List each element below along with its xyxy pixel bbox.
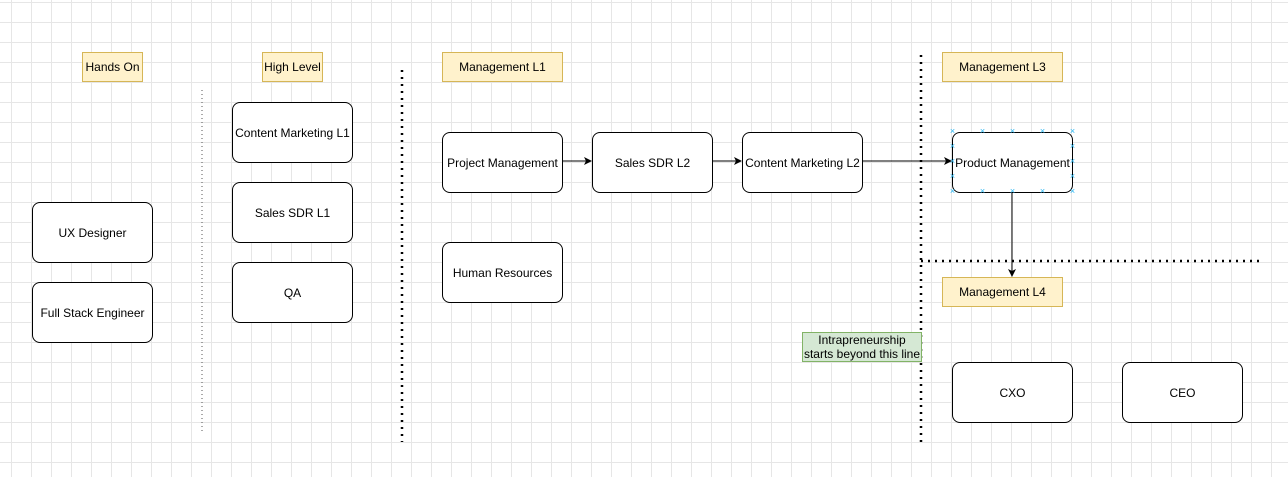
node-human-resources[interactable]: Human Resources — [442, 242, 563, 303]
node-ceo[interactable]: CEO — [1122, 362, 1243, 423]
selection-handle[interactable] — [1069, 173, 1076, 180]
selection-handle[interactable] — [1069, 158, 1076, 165]
node-sales-sdr-l2[interactable]: Sales SDR L2 — [592, 132, 713, 193]
selection-handle[interactable] — [979, 128, 986, 135]
selection-handle[interactable] — [1069, 143, 1076, 150]
selection-handle[interactable] — [949, 128, 956, 135]
label-management-l1[interactable]: Management L1 — [442, 52, 563, 82]
node-qa[interactable]: QA — [232, 262, 353, 323]
selection-handle[interactable] — [1069, 188, 1076, 195]
label-high-level[interactable]: High Level — [262, 52, 323, 82]
selection-handle[interactable] — [1069, 128, 1076, 135]
node-cxo[interactable]: CXO — [952, 362, 1073, 423]
selection-handle[interactable] — [1009, 128, 1016, 135]
selection-handle[interactable] — [979, 188, 986, 195]
selection-handle[interactable] — [949, 158, 956, 165]
node-full-stack-engineer[interactable]: Full Stack Engineer — [32, 282, 153, 343]
node-ux-designer[interactable]: UX Designer — [32, 202, 153, 263]
note-intrapreneurship[interactable]: Intrapreneurship starts beyond this line — [802, 332, 922, 362]
node-sales-sdr-l1[interactable]: Sales SDR L1 — [232, 182, 353, 243]
selection-handle[interactable] — [1039, 128, 1046, 135]
label-hands-on[interactable]: Hands On — [82, 52, 143, 82]
label-management-l4[interactable]: Management L4 — [942, 277, 1063, 307]
node-content-marketing-l1[interactable]: Content Marketing L1 — [232, 102, 353, 163]
selection-handle[interactable] — [949, 143, 956, 150]
selection-handle[interactable] — [1039, 188, 1046, 195]
label-management-l3[interactable]: Management L3 — [942, 52, 1063, 82]
selection-handle[interactable] — [949, 173, 956, 180]
node-content-marketing-l2[interactable]: Content Marketing L2 — [742, 132, 863, 193]
node-product-management[interactable]: Product Management — [952, 132, 1073, 193]
selection-handle[interactable] — [1009, 188, 1016, 195]
node-project-management[interactable]: Project Management — [442, 132, 563, 193]
selection-handle[interactable] — [949, 188, 956, 195]
